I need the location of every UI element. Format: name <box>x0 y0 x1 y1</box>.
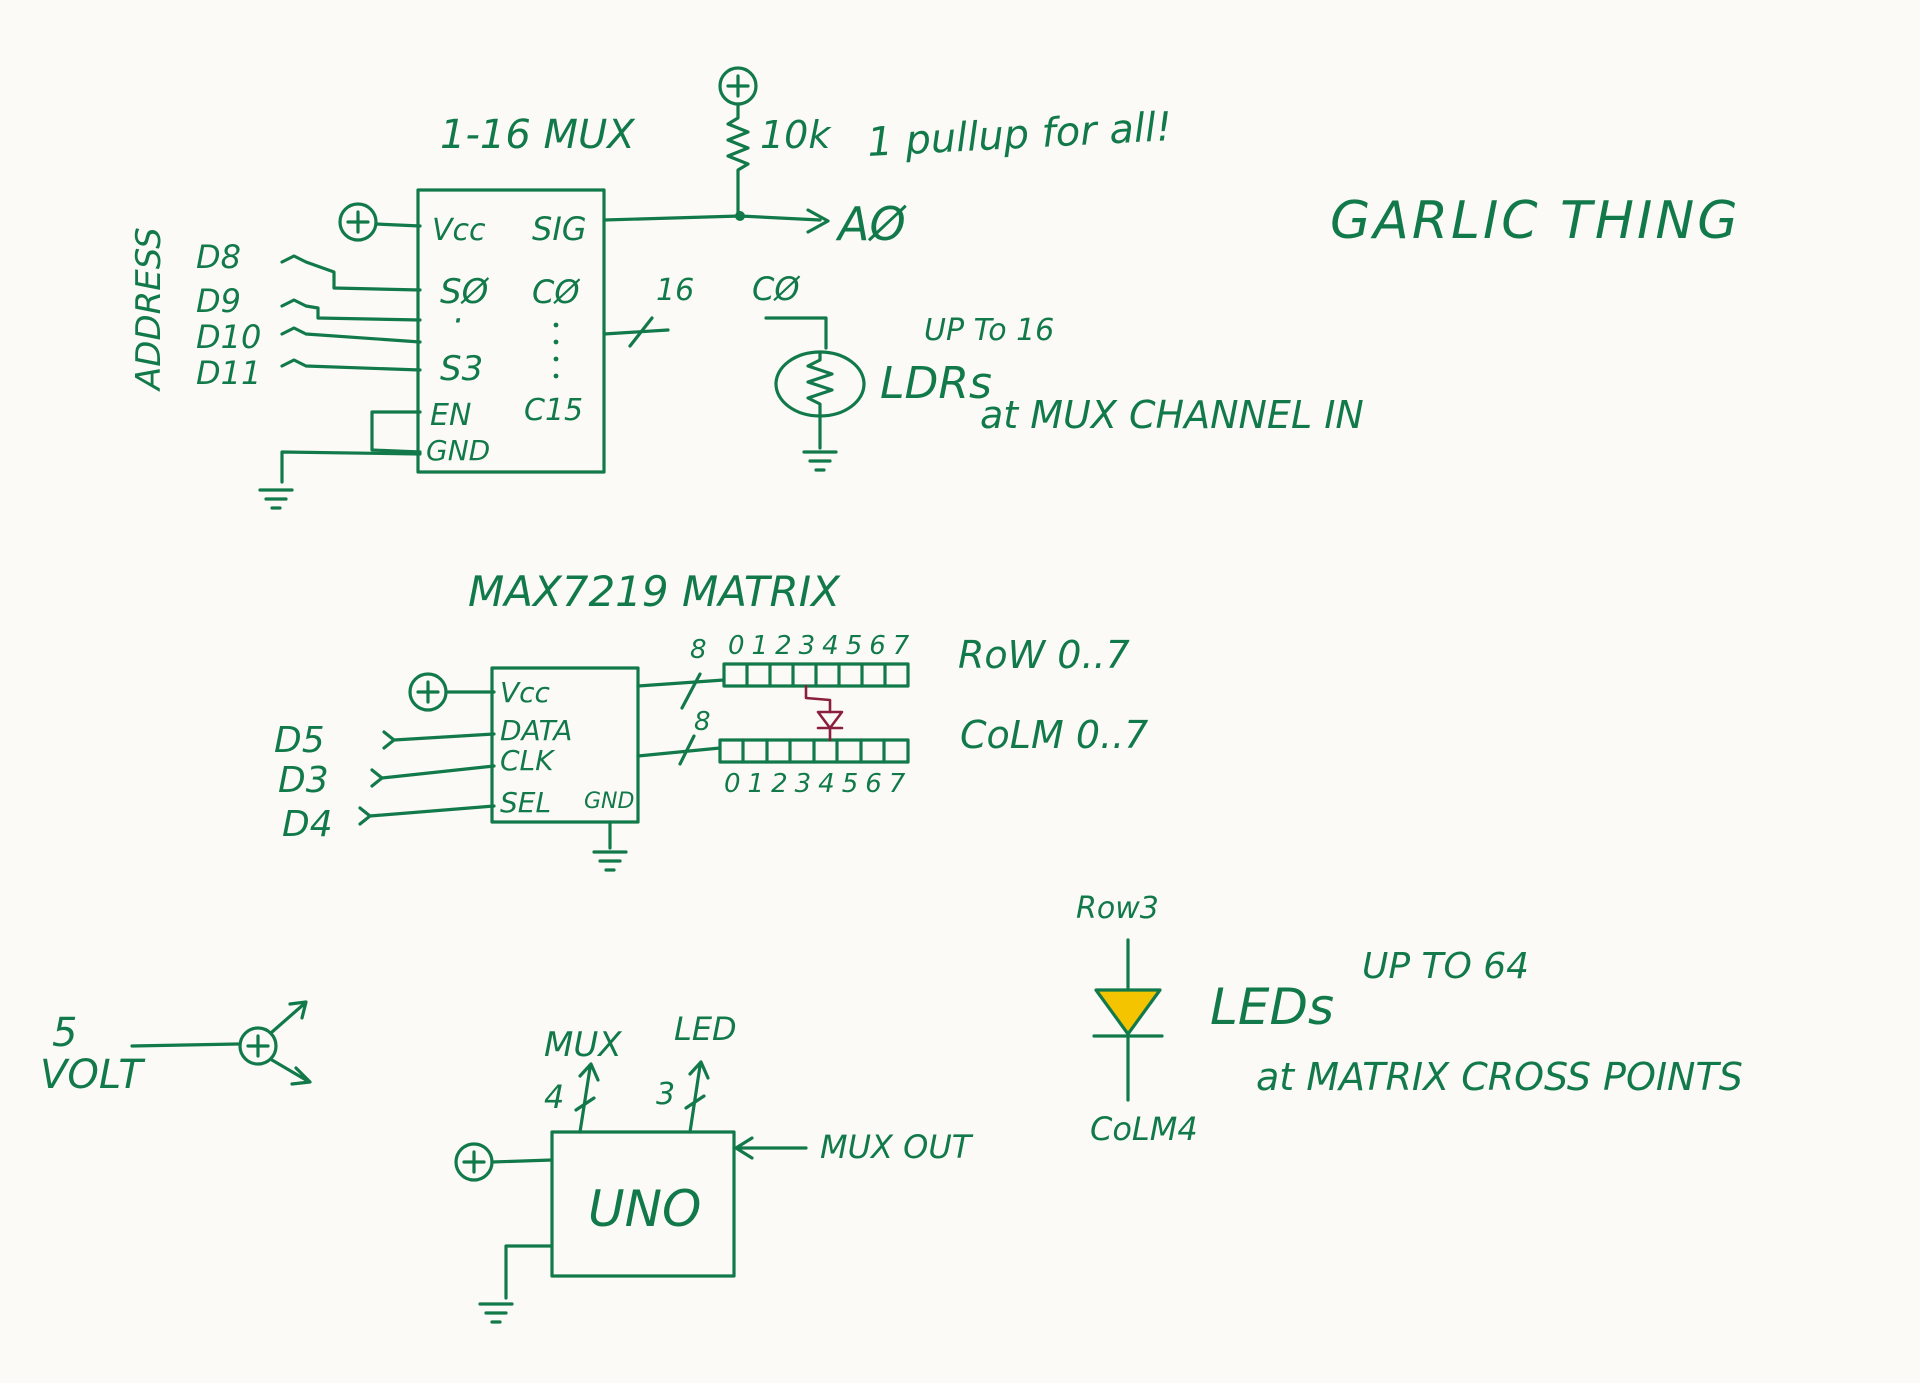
mux-address-label: ADDRESS <box>129 227 169 392</box>
matrix-row-bus <box>636 678 726 688</box>
mux-vcc-plus-icon <box>338 202 378 242</box>
matrix-input-wires <box>358 730 496 826</box>
matrix-ground-icon <box>592 850 628 872</box>
pullup-resistor-icon <box>726 102 750 218</box>
mux-pin-gnd: GND <box>426 434 490 467</box>
led-bottom-label: CoLM4 <box>1090 1110 1198 1148</box>
matrix-pin-gnd: GND <box>584 789 634 814</box>
matrix-pin-clk: CLK <box>500 744 556 777</box>
uno-board <box>550 1130 736 1278</box>
matrix-col-bus-width: 8 <box>694 707 711 737</box>
mux-pin-dots: · <box>452 301 463 341</box>
matrix-crosspoint-diode-icon <box>804 684 844 742</box>
mux-sig-arrow-icon <box>806 208 830 234</box>
uno-led-bus-icon <box>684 1060 710 1134</box>
matrix-row-label: RoW 0..7 <box>958 633 1130 677</box>
ldr-section: CØ UP To 16 LDRs at MUX CHANNEL IN <box>752 270 1364 472</box>
mux-pin-vcc: Vcc <box>432 213 486 248</box>
matrix-row-bus-width: 8 <box>690 635 707 665</box>
mux-address-d8: D8 <box>196 238 241 276</box>
matrix-input-d4: D4 <box>282 804 333 845</box>
led-diode-icon <box>1094 988 1162 1036</box>
mux-label: 1-16 MUX <box>440 112 636 158</box>
led-top-label: Row3 <box>1076 891 1159 926</box>
pullup-vcc-plus-icon <box>718 66 758 106</box>
matrix-row-connector-ticks <box>745 662 887 688</box>
mux-pin-s3: S3 <box>440 349 483 389</box>
ldr-channel-label: CØ <box>752 270 800 308</box>
ldr-wire-top <box>764 316 828 350</box>
led-section: Row3 CoLM4 LEDs UP TO 64 at MATRIX CROSS… <box>1076 891 1743 1148</box>
mux-ground-icon <box>258 488 294 510</box>
mux-sig-wire <box>602 214 822 222</box>
uno-led-count: 3 <box>656 1077 675 1112</box>
power-out-arrow-down-icon <box>270 1058 312 1086</box>
mux-pin-sig: SIG <box>532 210 587 248</box>
mux-bus-width: 16 <box>656 273 694 308</box>
uno-vcc-plus-icon <box>454 1142 494 1182</box>
pullup-section: 10k 1 pullup for all! <box>718 66 1173 218</box>
matrix-chip <box>490 666 640 824</box>
matrix-section: MAX7219 MATRIX Vcc DATA CLK SEL GND D5 D… <box>274 567 1148 872</box>
power-plus-icon <box>238 1026 278 1066</box>
matrix-pin-data: DATA <box>500 714 572 747</box>
led-note: at MATRIX CROSS POINTS <box>1256 1055 1743 1099</box>
matrix-col-connector-ticks <box>741 738 886 764</box>
page-title: GARLIC THING <box>1330 191 1741 251</box>
power-out-arrow-up-icon <box>270 1000 308 1034</box>
mux-address-d11: D11 <box>196 354 261 392</box>
uno-mux-count: 4 <box>544 1078 564 1116</box>
mux-gnd-wire <box>280 450 422 484</box>
uno-gnd-wire <box>504 1244 554 1300</box>
uno-label: UNO <box>588 1180 701 1238</box>
power-wire <box>130 1042 240 1048</box>
mux-pin-c0: CØ <box>532 273 580 311</box>
matrix-pin-sel: SEL <box>500 786 551 819</box>
mux-output-label: AØ <box>835 197 907 251</box>
ldr-ground-icon <box>802 450 838 472</box>
matrix-row-digits: 01234567 <box>728 631 916 661</box>
matrix-col-digits: 01234567 <box>724 769 912 799</box>
matrix-input-d3: D3 <box>278 760 329 801</box>
matrix-input-d5: D5 <box>274 720 325 761</box>
pullup-value: 10k <box>760 113 832 157</box>
mux-section: 1-16 MUX Vcc SØ · S3 EN GND SIG CØ C15 A… <box>129 112 907 510</box>
mux-address-d10: D10 <box>196 318 261 356</box>
ldr-label: LDRs <box>880 358 992 409</box>
uno-input-arrow-icon <box>734 1136 808 1160</box>
mux-en-gnd-wire <box>370 410 422 454</box>
mux-address-d9: D9 <box>196 282 241 320</box>
uno-input-label: MUX OUT <box>820 1128 974 1166</box>
mux-channel-dots <box>553 322 559 379</box>
mux-address-wires <box>280 254 422 372</box>
matrix-pin-vcc: Vcc <box>500 676 551 709</box>
led-count: UP TO 64 <box>1362 946 1529 987</box>
mux-chip <box>416 188 606 474</box>
uno-led-label: LED <box>674 1010 737 1048</box>
mux-pin-s0: SØ <box>440 272 490 312</box>
matrix-label: MAX7219 MATRIX <box>468 567 841 616</box>
pullup-note: 1 pullup for all! <box>866 104 1173 166</box>
ldr-count: UP To 16 <box>924 313 1054 348</box>
ldr-note: at MUX CHANNEL IN <box>980 393 1364 437</box>
uno-section: UNO MUX 4 LED 3 MUX OUT <box>454 1010 974 1324</box>
matrix-col-bus <box>636 746 722 758</box>
mux-pin-en: EN <box>430 398 471 433</box>
uno-ground-icon <box>478 1302 514 1324</box>
uno-mux-bus-icon <box>574 1062 600 1134</box>
mux-bus-wire <box>602 328 670 336</box>
led-label: LEDs <box>1210 978 1334 1036</box>
matrix-col-label: CoLM 0..7 <box>960 713 1148 757</box>
mux-pin-c15: C15 <box>524 393 583 428</box>
matrix-vcc-plus-icon <box>408 672 448 712</box>
uno-mux-label: MUX <box>544 1025 622 1065</box>
